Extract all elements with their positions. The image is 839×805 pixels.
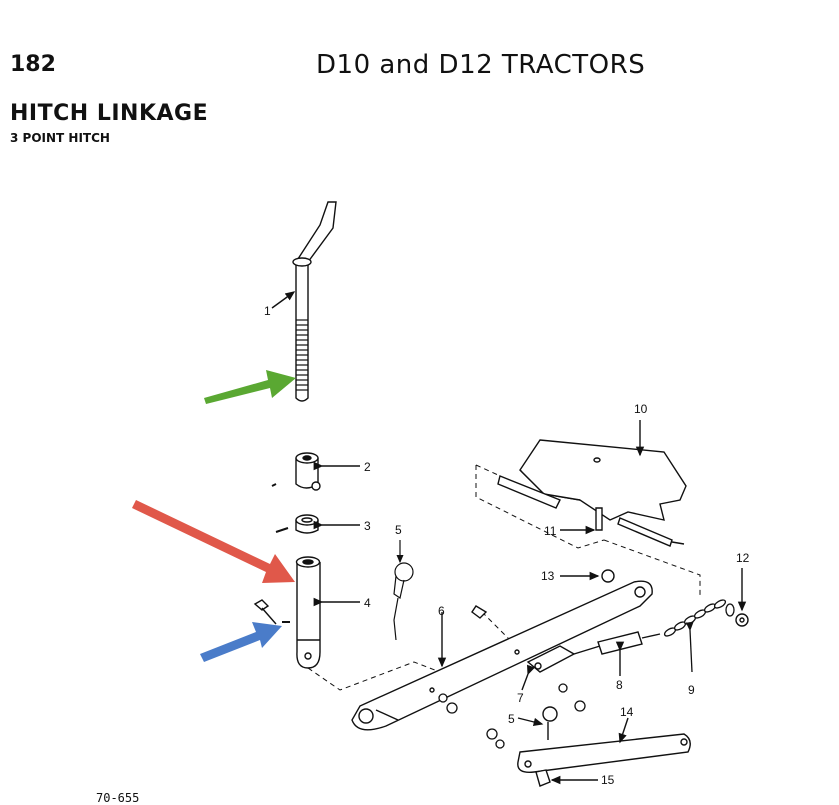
- part-2-sleeve: [271, 452, 360, 491]
- part-9-chain: [663, 599, 735, 673]
- part-15-bolt: [535, 769, 598, 787]
- callout-2: 2: [364, 460, 371, 474]
- red-arrow: [132, 500, 295, 583]
- document-title: D10 and D12 TRACTORS: [316, 50, 646, 80]
- callout-13: 13: [541, 569, 555, 583]
- callout-5-lower: 5: [508, 712, 515, 726]
- figure-code: 70-655: [96, 791, 140, 805]
- callout-8: 8: [616, 678, 623, 692]
- part-6-lower-link: [351, 580, 653, 731]
- part-5-lynch-pin-lower: [517, 706, 558, 740]
- callout-11: 11: [544, 524, 557, 538]
- callout-4: 4: [364, 596, 371, 610]
- callout-5-upper: 5: [395, 523, 402, 537]
- section-title: HITCH LINKAGE: [10, 101, 209, 126]
- callout-15: 15: [601, 773, 615, 787]
- callout-3: 3: [364, 519, 371, 533]
- part-11-pin: [560, 507, 603, 535]
- page-number: 182: [10, 52, 56, 77]
- part-13-nut: [560, 569, 615, 583]
- hardware-nuts: [438, 683, 586, 749]
- callout-7: 7: [517, 691, 524, 705]
- part-3-collar: [275, 514, 360, 534]
- callout-14: 14: [620, 705, 634, 719]
- callout-1: 1: [264, 304, 271, 318]
- callout-10: 10: [634, 402, 648, 416]
- part-8-turnbuckle: [521, 631, 661, 691]
- part-4-lift-link: [253, 556, 360, 669]
- callout-9: 9: [688, 683, 695, 697]
- callout-6: 6: [438, 604, 445, 618]
- part-5-lynch-pin-upper: [393, 540, 414, 641]
- section-subtitle: 3 POINT HITCH: [10, 131, 110, 145]
- callout-12: 12: [736, 551, 750, 565]
- blue-arrow: [200, 622, 282, 662]
- part-10-bracket: [497, 420, 687, 547]
- part-12-nut: [735, 568, 749, 627]
- part-1-lift-rod: [271, 201, 337, 402]
- green-arrow: [204, 370, 296, 404]
- part-14-stabilizer: [517, 717, 691, 773]
